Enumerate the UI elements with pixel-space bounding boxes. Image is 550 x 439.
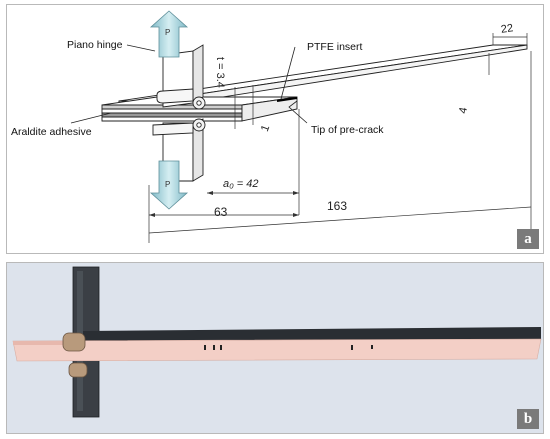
bonded-region <box>101 96 298 122</box>
load-label-top: P <box>165 28 171 37</box>
length-163: 163 <box>327 199 348 213</box>
pre-crack-tip-label: Tip of pre-crack <box>311 124 384 136</box>
load-arrow-up <box>149 10 189 58</box>
length-63: 63 <box>214 205 228 219</box>
piano-hinge-label: Piano hinge <box>67 39 123 51</box>
photo-panel: b <box>6 262 544 434</box>
dcb-schematic <box>70 10 532 243</box>
tip-leader <box>288 100 308 124</box>
upper-piano-hinge <box>156 44 206 110</box>
load-arrow-down <box>149 160 189 210</box>
ptfe-insert-label: PTFE insert <box>307 41 363 53</box>
thickness-dimension: t = 3.4 <box>214 57 226 88</box>
panel-b-tag: b <box>517 409 539 429</box>
araldite-leader <box>70 112 112 124</box>
specimen-photo <box>7 263 543 433</box>
ptfe-leader <box>280 46 296 100</box>
piano-hinge-leader <box>126 44 156 52</box>
schematic-panel: Piano hinge Araldite adhesive PTFE inser… <box>6 4 544 254</box>
width-dimension: 22 <box>500 22 514 36</box>
load-label-bottom: P <box>165 180 171 189</box>
panel-a-tag: a <box>517 229 539 249</box>
crack-length-a0: a₀ = 42 <box>223 178 259 190</box>
araldite-adhesive-label: Araldite adhesive <box>11 126 92 138</box>
